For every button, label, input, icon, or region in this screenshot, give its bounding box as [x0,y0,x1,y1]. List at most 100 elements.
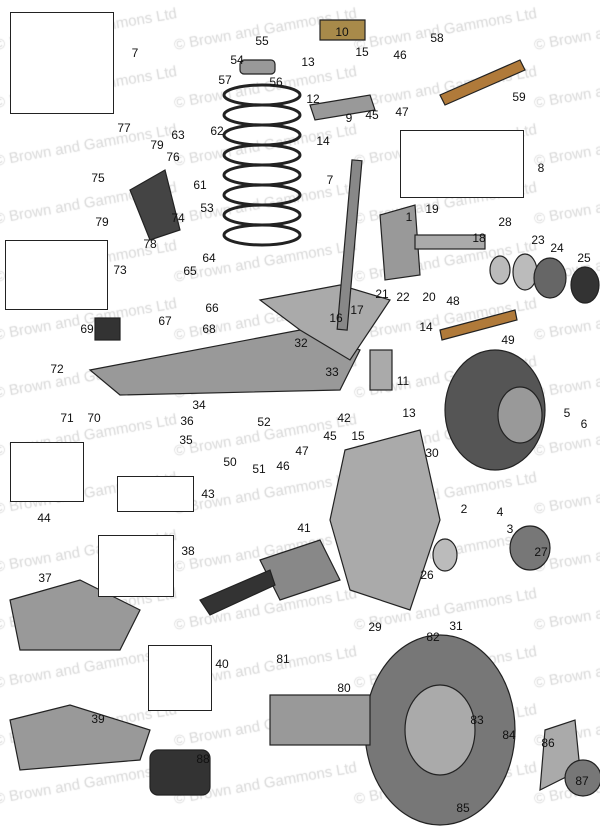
stub-axle-spindle [414,234,486,250]
part-number-label: 64 [202,251,216,265]
part-number-label: 5 [563,406,571,420]
part-number-label: 73 [113,263,127,277]
part-number-label: 84 [502,728,516,742]
part-number-label: 46 [276,459,290,473]
part-number-label: 9 [345,111,353,125]
part-number-label: 15 [351,429,365,443]
inset-bolt-kit [10,442,84,502]
part-number-label: 18 [472,231,486,245]
part-number-label: 19 [425,202,439,216]
part-number-label: 80 [337,681,351,695]
part-number-label: 49 [501,333,515,347]
part-number-label: 85 [456,801,470,815]
part-number-label: 12 [306,92,320,106]
part-number-label: 16 [329,311,343,325]
part-number-label: 42 [337,411,351,425]
part-number-label: 72 [50,362,64,376]
part-number-label: 58 [430,31,444,45]
part-number-label: 23 [531,233,545,247]
inset-steering-parts-kit [10,12,114,114]
part-number-label: 57 [218,73,232,87]
part-number-label: 78 [143,237,157,251]
part-number-label: 32 [294,336,308,350]
part-number-label: 75 [91,171,105,185]
part-number-label: 65 [183,264,197,278]
part-number-label: 82 [426,630,440,644]
wire-wheel-hub [269,694,371,746]
part-number-label: 43 [201,487,215,501]
part-number-label: 20 [422,290,436,304]
part-number-label: 24 [550,241,564,255]
hub-tool [149,749,211,796]
inset-bolt [117,476,194,512]
part-number-label: 41 [297,521,311,535]
part-number-label: 2 [460,502,468,516]
part-number-label: 71 [60,411,74,425]
part-number-label: 47 [395,105,409,119]
part-number-label: 10 [335,25,349,39]
part-number-label: 45 [365,108,379,122]
part-number-label: 13 [301,55,315,69]
part-number-label: 7 [326,173,334,187]
part-number-label: 74 [171,211,185,225]
inset-bush-kit [5,240,108,310]
part-number-label: 25 [577,251,591,265]
coil-spring [222,83,302,247]
part-number-label: 69 [80,322,94,336]
kingpin [336,159,363,331]
part-number-label: 37 [38,571,52,585]
part-number-label: 40 [215,657,229,671]
part-number-label: 53 [200,201,214,215]
part-number-label: 34 [192,398,206,412]
part-number-label: 14 [316,134,330,148]
part-number-label: 52 [257,415,271,429]
part-number-label: 35 [179,433,193,447]
part-number-label: 36 [180,414,194,428]
part-number-label: 83 [470,713,484,727]
part-number-label: 46 [393,48,407,62]
part-number-label: 27 [534,545,548,559]
part-number-label: 55 [255,34,269,48]
part-number-label: 29 [368,620,382,634]
part-number-label: 56 [269,75,283,89]
part-number-label: 48 [446,294,460,308]
part-number-label: 51 [252,462,266,476]
backplate [329,429,441,611]
part-number-label: 50 [223,455,237,469]
upper-arm [258,284,391,361]
part-number-label: 79 [150,138,164,152]
part-number-label: 21 [375,287,389,301]
part-number-label: 68 [202,322,216,336]
part-number-label: 76 [166,150,180,164]
part-number-label: 86 [541,736,555,750]
part-number-label: 67 [158,314,172,328]
part-number-label: 66 [205,301,219,315]
inset-tie-rods [400,130,524,198]
part-number-label: 45 [323,429,337,443]
part-number-label: 17 [350,303,364,317]
part-number-label: 26 [420,568,434,582]
part-number-label: 38 [181,544,195,558]
part-number-label: 22 [396,290,410,304]
part-number-label: 39 [91,712,105,726]
part-number-label: 88 [196,752,210,766]
part-number-label: 79 [95,215,109,229]
part-number-label: 6 [580,417,588,431]
part-number-label: 8 [537,161,545,175]
inset-bolt-set-2 [148,645,212,711]
part-number-label: 87 [575,774,589,788]
damper [259,539,341,601]
part-number-label: 28 [498,215,512,229]
part-number-label: 54 [230,53,244,67]
part-number-label: 13 [402,406,416,420]
part-number-label: 31 [449,619,463,633]
lever-arm-damper [9,579,141,651]
part-number-label: 62 [210,124,224,138]
part-number-label: 4 [496,505,504,519]
part-number-label: 30 [425,446,439,460]
part-number-label: 14 [419,320,433,334]
part-number-label: 59 [512,90,526,104]
lower-wishbone [88,329,361,396]
part-number-label: 70 [87,411,101,425]
